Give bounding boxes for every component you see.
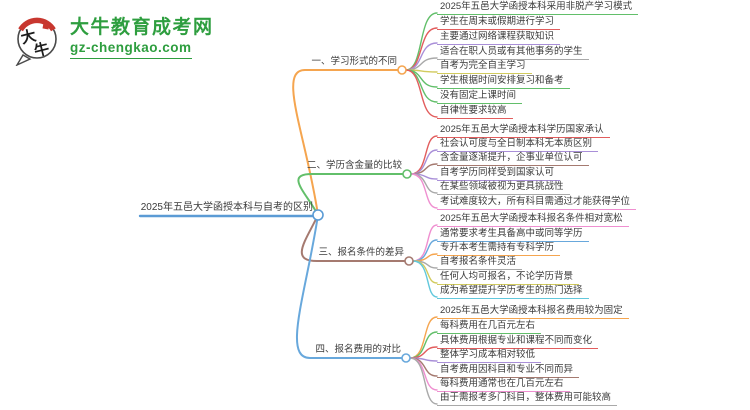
leaf-topic: 主要通过网络课程获取知识 — [437, 30, 561, 45]
leaf-topic: 整体学习成本相对较低 — [437, 348, 542, 363]
leaf-line — [405, 12, 438, 71]
leaf-topic: 学生根据时间安排复习和备考 — [437, 74, 570, 89]
leaf-topic: 自考费用因科目和专业不同而异 — [437, 363, 580, 378]
leaf-topic: 在某些领域被视为更具挑战性 — [437, 180, 570, 195]
leaf-line — [412, 260, 438, 298]
leaf-line — [409, 316, 438, 359]
leaf-topic: 任何人均可报名，不论学历背景 — [437, 270, 580, 285]
svg-text:大: 大 — [19, 26, 38, 47]
leaf-line — [410, 173, 438, 209]
leaf-topic: 社会认可度与全日制本科无本质区别 — [437, 137, 599, 152]
svg-text:牛: 牛 — [32, 39, 51, 60]
leaf-topic: 2025年五邑大学函授本科报名费用较为固定 — [437, 304, 629, 319]
leaf-topic: 含金量逐渐提升，企事业单位认可 — [437, 151, 589, 166]
branch-topic-4: 四、报名费用的对比 — [315, 344, 401, 355]
brand-domain: gz-chengkao.com — [70, 39, 192, 59]
branch-topic-2: 二、学历含金量的比较 — [306, 160, 402, 171]
leaf-topic: 适合在职人员或有其他事务的学生 — [437, 45, 589, 60]
leaf-topic: 通常要求考生具备高中或同等学历 — [437, 227, 589, 242]
branch-node-circle — [401, 353, 411, 363]
brand-name: 大牛教育成考网 — [70, 17, 214, 38]
branch-line — [295, 214, 403, 359]
leaf-topic: 2025年五邑大学函授本科采用非脱产学习模式 — [437, 0, 639, 15]
leaf-topic: 每科费用通常也在几百元左右 — [437, 377, 570, 392]
leaf-topic: 成为希望提升学历考生的热门选择 — [437, 284, 589, 299]
leaf-topic: 2025年五邑大学函授本科报名条件相对宽松 — [437, 212, 629, 227]
leaf-line — [405, 69, 438, 118]
branch-node-circle — [404, 256, 414, 266]
leaf-line — [410, 173, 438, 194]
branch-topic-1: 一、学习形式的不同 — [311, 56, 397, 67]
leaf-topic: 自律性要求较高 — [437, 104, 513, 119]
leaf-topic: 自考报名条件灵活 — [437, 255, 523, 270]
site-logo: 大 牛 大牛教育成考网 gz-chengkao.com — [12, 14, 214, 67]
leaf-topic: 具体费用根据专业和课程不同而变化 — [437, 334, 599, 349]
branch-node-circle — [402, 169, 412, 179]
central-topic: 2025年五邑大学函授本科与自考的区别 — [140, 202, 313, 213]
branch-topic-3: 三、报名条件的差异 — [318, 247, 404, 258]
leaf-topic: 没有固定上课时间 — [437, 89, 523, 104]
leaf-topic: 自考学历同样受到国家认可 — [437, 166, 561, 181]
central-node-circle — [312, 209, 324, 221]
leaf-topic: 专升本考生需持有专科学历 — [437, 241, 561, 256]
bull-badge-icon: 大 牛 — [12, 14, 62, 67]
branch-line — [300, 214, 406, 262]
branch-node-circle — [397, 65, 407, 75]
leaf-topic: 2025年五邑大学函授本科学历国家承认 — [437, 123, 610, 138]
leaf-line — [409, 357, 438, 405]
leaf-topic: 学生在周末或假期进行学习 — [437, 15, 561, 30]
leaf-line — [410, 135, 438, 175]
leaf-topic: 每科费用在几百元左右 — [437, 319, 542, 334]
branch-line — [297, 173, 404, 216]
branch-line — [292, 69, 399, 216]
leaf-topic: 自考为完全自主学习 — [437, 59, 532, 74]
leaf-topic: 由于需报考多门科目，整体费用可能较高 — [437, 391, 618, 406]
leaf-topic: 考试难度较大，所有科目需通过才能获得学位 — [437, 195, 637, 210]
